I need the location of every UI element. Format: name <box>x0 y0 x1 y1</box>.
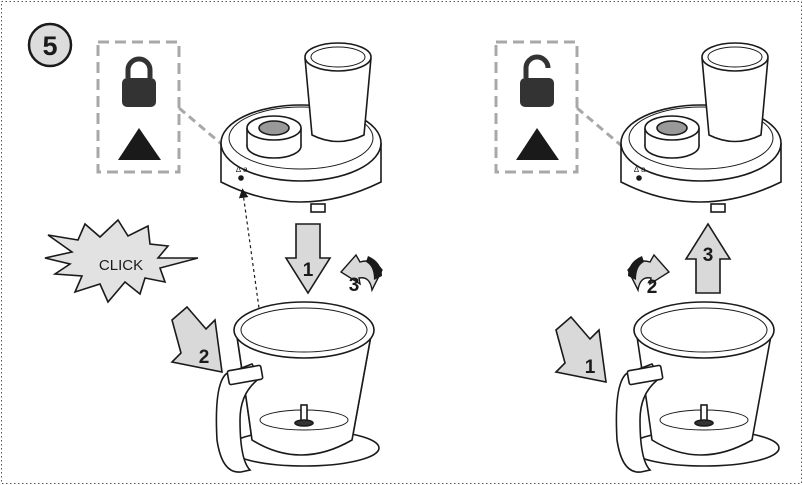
arrow-label-rotate-2: 2 <box>647 277 658 298</box>
step-number: 5 <box>42 31 57 61</box>
svg-text:∆ a: ∆ a <box>236 165 248 174</box>
lock-open-icon <box>520 54 554 107</box>
arrow-push-1: 1 <box>554 315 607 384</box>
triangle-marker-icon <box>118 128 161 160</box>
svg-text:∆ a: ∆ a <box>634 165 646 174</box>
lock-closed-icon <box>122 56 156 107</box>
step-badge: 5 <box>27 22 73 68</box>
arrow-label-3: 3 <box>349 275 360 296</box>
arrow-label-2: 2 <box>199 347 210 368</box>
arrow-label-push-1: 1 <box>585 357 596 378</box>
arrow-up-3: 3 <box>684 222 732 294</box>
rotate-arrow-3: 3 <box>339 253 383 296</box>
bowl-left <box>215 301 380 473</box>
rotate-arrow-2: 2 <box>627 253 671 298</box>
triangle-marker-icon-right <box>516 128 559 160</box>
arrow-label-1: 1 <box>303 260 314 281</box>
lock-box-right <box>494 40 579 174</box>
click-burst: CLICK <box>44 218 199 304</box>
lock-box-left <box>96 40 181 174</box>
bowl-right <box>615 301 780 473</box>
lid-right: ∆ a <box>620 42 782 213</box>
arrow-down-1: 1 <box>284 223 332 295</box>
arrow-push-2: 2 <box>170 305 223 374</box>
arrow-label-up-3: 3 <box>703 245 714 266</box>
lid-left: ∆ a <box>220 42 382 213</box>
click-label: CLICK <box>99 257 143 274</box>
